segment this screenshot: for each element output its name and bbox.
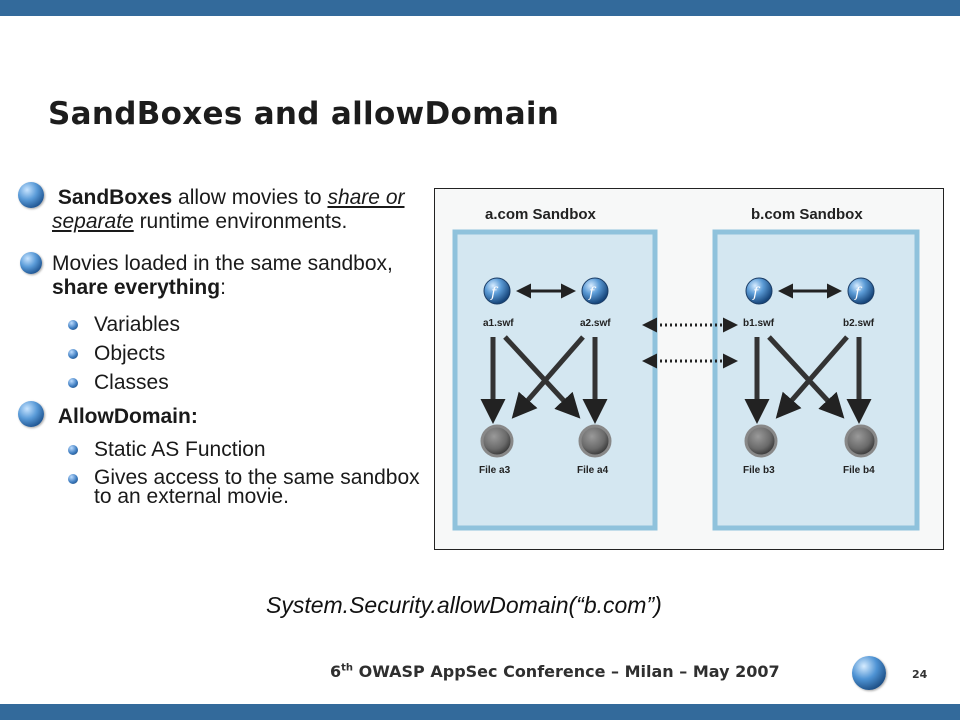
file-label: File b3: [743, 465, 775, 476]
flash-icon-glyph: f: [490, 285, 499, 301]
sandbox-a-label: a.com Sandbox: [485, 206, 597, 223]
movie-label: a2.swf: [580, 318, 611, 329]
file-disk-icon: [480, 424, 514, 458]
sub-item-label: Gives access to the same sandbox to an e…: [94, 466, 420, 508]
sub-item-label: Variables: [94, 313, 180, 336]
sub-list-shared: Variables Objects Classes: [52, 310, 420, 397]
bullet-list: SandBoxes allow movies to share or separ…: [18, 182, 420, 510]
footer-text: OWASP AppSec Conference – Milan – May 20…: [353, 662, 780, 681]
sandbox-diagram: a.com Sandbox b.com Sandbox f f a1.swf a…: [434, 188, 944, 550]
sub-item-label: Objects: [94, 342, 166, 365]
sandbox-b-label: b.com Sandbox: [751, 206, 863, 223]
sub-item: Gives access to the same sandbox to an e…: [52, 464, 420, 508]
bullet-allowdomain: AllowDomain:: [18, 401, 420, 429]
arrow-b1-b4: [767, 335, 845, 419]
sandbox-a-box: [452, 229, 658, 531]
code-caption: System.Security.allowDomain(“b.com”): [266, 592, 662, 618]
bullet-text-end: runtime environments.: [133, 210, 348, 233]
bottom-accent-bar: [0, 704, 960, 720]
movie-label: b2.swf: [843, 318, 875, 329]
slide-title: SandBoxes and allowDomain: [48, 96, 560, 132]
bullet-bold: share everything: [52, 276, 221, 299]
footer-ordinal-suffix: th: [341, 662, 354, 674]
sub-bullet-icon: [68, 378, 78, 388]
bullet-movies-loaded: Movies loaded in the same sandbox, share…: [20, 252, 420, 300]
sub-item: Variables: [52, 310, 420, 339]
bullet-text: Movies loaded in the same sandbox,: [52, 252, 393, 275]
footer-ordinal: 6: [330, 662, 342, 681]
file-disk-icon: [578, 424, 612, 458]
file-disk-icon: [844, 424, 878, 458]
file-label: File a3: [479, 465, 511, 476]
bullet-term: SandBoxes: [57, 186, 173, 209]
bullet-orb-icon: [20, 252, 42, 274]
sub-item-label: Classes: [94, 371, 169, 394]
file-label: File b4: [843, 465, 875, 476]
footer-conference: 6th OWASP AppSec Conference – Milan – Ma…: [330, 662, 780, 681]
bullet-term: AllowDomain:: [57, 405, 198, 428]
flash-icon: [745, 277, 773, 305]
flash-icon-glyph: f: [854, 285, 863, 301]
movie-label: a1.swf: [483, 318, 514, 329]
file-label: File a4: [577, 465, 609, 476]
sub-bullet-icon: [68, 320, 78, 330]
arrow-a2-a3: [511, 335, 585, 419]
bullet-orb-icon: [18, 401, 44, 427]
sub-bullet-icon: [68, 445, 78, 455]
flash-icon: [483, 277, 511, 305]
sub-item: Objects: [52, 339, 420, 368]
flash-icon: [581, 277, 609, 305]
arrow-b2-b3: [775, 335, 849, 419]
sub-item: Classes: [52, 368, 420, 397]
bullet-orb-icon: [18, 182, 44, 208]
bullet-text: allow movies to: [172, 186, 322, 209]
sub-list-allowdomain: Static AS Function Gives access to the s…: [52, 435, 420, 508]
sandbox-diagram-svg: a.com Sandbox b.com Sandbox f f a1.swf a…: [452, 206, 920, 531]
movie-label: b1.swf: [743, 318, 775, 329]
file-disk-icon: [744, 424, 778, 458]
sub-item-label: Static AS Function: [94, 438, 266, 461]
sub-bullet-icon: [68, 349, 78, 359]
top-accent-bar: [0, 0, 960, 16]
sub-bullet-icon: [68, 474, 78, 484]
page-number: 24: [912, 668, 928, 681]
bullet-underlined: share or separate: [52, 186, 405, 233]
bullet-text-end: :: [220, 276, 226, 299]
sub-item: Static AS Function: [52, 435, 420, 464]
flash-icon: [847, 277, 875, 305]
flash-icon-glyph: f: [588, 285, 597, 301]
owasp-logo-icon: [852, 656, 886, 690]
bullet-sandboxes: SandBoxes allow movies to share or separ…: [18, 182, 420, 234]
arrow-a1-a4: [503, 335, 581, 419]
sandbox-b-box: [712, 229, 920, 531]
flash-icon-glyph: f: [752, 285, 761, 301]
